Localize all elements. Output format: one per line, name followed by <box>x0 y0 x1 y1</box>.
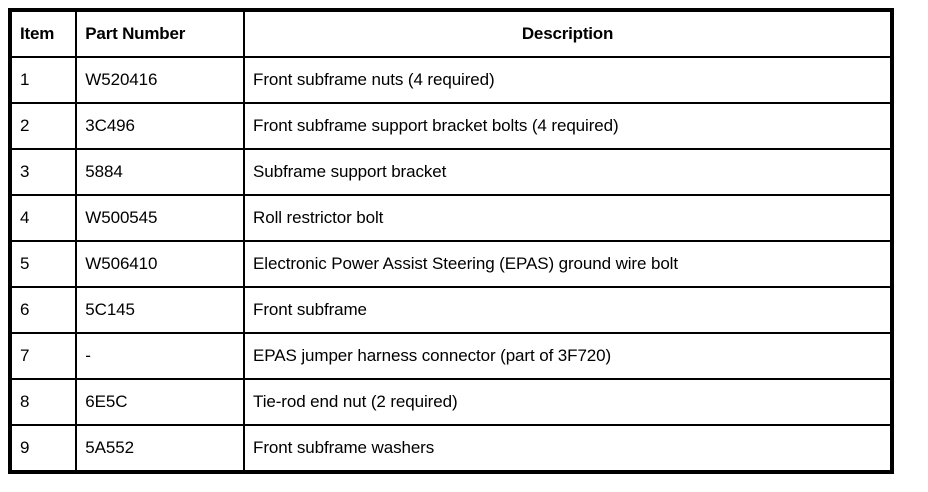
table-row: 9 5A552 Front subframe washers <box>8 424 893 473</box>
table-header-row: Item Part Number Description <box>8 9 893 58</box>
table-body: 1 W520416 Front subframe nuts (4 require… <box>8 56 893 473</box>
cell-description: Front subframe washers <box>243 424 893 473</box>
cell-part-number: 6E5C <box>75 378 246 426</box>
table-row: 3 5884 Subframe support bracket <box>8 148 893 196</box>
column-header-item: Item <box>8 9 78 58</box>
cell-part-number: 5A552 <box>75 424 246 473</box>
cell-item: 3 <box>8 148 78 196</box>
parts-legend-table: Item Part Number Description 1 W520416 F… <box>8 8 894 474</box>
cell-part-number: - <box>75 332 246 380</box>
cell-item: 4 <box>8 194 78 242</box>
cell-item: 1 <box>8 56 78 104</box>
table-header: Item Part Number Description <box>8 9 893 58</box>
cell-part-number: W520416 <box>75 56 246 104</box>
cell-description: Roll restrictor bolt <box>243 194 893 242</box>
cell-item: 6 <box>8 286 78 334</box>
table-row: 6 5C145 Front subframe <box>8 286 893 334</box>
cell-item: 5 <box>8 240 78 288</box>
table-row: 2 3C496 Front subframe support bracket b… <box>8 102 893 150</box>
cell-part-number: 3C496 <box>75 102 246 150</box>
cell-item: 8 <box>8 378 78 426</box>
table-row: 1 W520416 Front subframe nuts (4 require… <box>8 56 893 104</box>
cell-description: Front subframe <box>243 286 893 334</box>
table-row: 4 W500545 Roll restrictor bolt <box>8 194 893 242</box>
table-row: 5 W506410 Electronic Power Assist Steeri… <box>8 240 893 288</box>
cell-item: 7 <box>8 332 78 380</box>
cell-part-number: 5C145 <box>75 286 246 334</box>
cell-description: Tie-rod end nut (2 required) <box>243 378 893 426</box>
cell-part-number: 5884 <box>75 148 246 196</box>
cell-description: EPAS jumper harness connector (part of 3… <box>243 332 893 380</box>
column-header-part-number: Part Number <box>75 9 246 58</box>
table-row: 8 6E5C Tie-rod end nut (2 required) <box>8 378 893 426</box>
cell-item: 2 <box>8 102 78 150</box>
table-row: 7 - EPAS jumper harness connector (part … <box>8 332 893 380</box>
cell-description: Front subframe nuts (4 required) <box>243 56 893 104</box>
cell-item: 9 <box>8 424 78 473</box>
cell-part-number: W500545 <box>75 194 246 242</box>
cell-part-number: W506410 <box>75 240 246 288</box>
column-header-description: Description <box>243 9 893 58</box>
cell-description: Subframe support bracket <box>243 148 893 196</box>
cell-description: Front subframe support bracket bolts (4 … <box>243 102 893 150</box>
cell-description: Electronic Power Assist Steering (EPAS) … <box>243 240 893 288</box>
